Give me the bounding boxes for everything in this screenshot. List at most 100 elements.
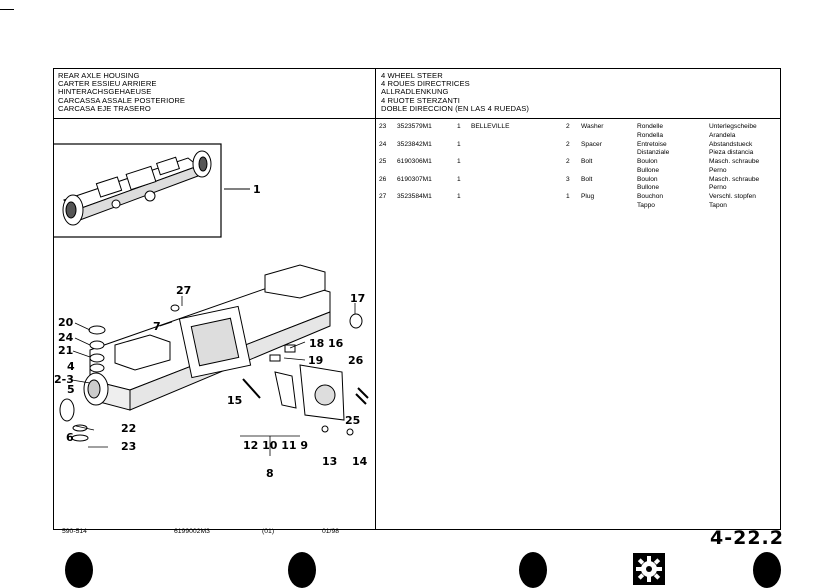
callout-label: 16 [328,337,344,350]
punch-hole [753,552,781,588]
footer-date: 01/98 [322,528,340,535]
axle-housing-drawing [59,264,369,442]
title-line: 4 WHEEL STEER [381,71,443,80]
name-de: Unterlegscheibe [709,123,757,130]
name-it: Rondella [637,131,664,139]
quantity-2: 2 [566,140,570,148]
quantity-2: 3 [566,175,570,183]
footer-revision: (01) [262,528,275,535]
punch-hole [519,552,547,588]
page-number: 4-22.2 [710,527,784,549]
callout-label: 25 [345,414,361,427]
name-de: Verschl. stopfen [709,193,756,201]
name-es: Perno [709,184,727,192]
callout-label: 5 [67,383,75,396]
name-es: Perno [709,166,727,174]
quantity-2: 1 [566,193,570,201]
quantity: 1 [457,123,461,130]
description: BELLEVILLE [471,123,510,130]
name-es: Tapon [709,201,727,209]
right-header-divider [375,118,781,119]
name-es: Pieza distancia [709,149,754,157]
edge-mark [0,9,14,10]
name-en: Spacer [581,140,602,148]
name-it: Bullone [637,166,659,174]
name-it: Bullone [637,184,659,192]
name-fr: Entretoise [637,140,667,148]
left-header-divider [53,118,376,119]
name-it: Tappo [637,201,655,209]
callout-label: 13 [322,455,338,468]
punch-hole [65,552,93,588]
name-fr: Rondelle [637,123,664,130]
name-fr: Boulon [637,158,658,166]
footer-doc-number: 6199002M3 [174,528,210,535]
quantity: 1 [457,158,461,166]
callout-label: 7 [153,320,161,333]
name-en: Plug [581,193,595,201]
overview-inset-frame [53,143,222,238]
name-de: Masch. schraube [709,175,760,183]
callout-label: 1 [253,183,261,196]
callout-label: 6 [66,431,74,444]
name-de: Masch. schraube [709,158,760,166]
axle-overview-drawing [62,150,212,226]
callout-label: 19 [308,354,324,367]
part-number: 3523579M1 [397,123,432,130]
callout-label: 22 [121,422,137,435]
name-en: Washer [581,123,604,130]
page-frame [53,68,781,530]
title-line: 4 ROUES DIRECTRICES [381,79,470,89]
name-en: Bolt [581,158,593,166]
ref-no: 23 [379,123,387,130]
right-title: 4 WHEEL STEER 4 ROUES DIRECTRICES ALLRAD… [381,71,530,113]
exploded-view-diagram [53,143,369,456]
punch-hole [288,552,316,588]
callout-label: 15 [227,394,243,407]
part-number: 3523842M1 [397,140,432,148]
ref-no: 27 [379,193,387,201]
title-line: DOBLE DIRECCION (EN LAS 4 RUEDAS) [381,103,530,113]
callout-label: 27 [176,284,192,297]
name-fr: Bouchon [637,193,664,201]
title-line: 4 RUOTE STERZANTI [381,95,460,105]
title-line: HINTERACHSGEHAEUSE [58,87,152,97]
column-divider [375,68,376,530]
callout-label: 24 [58,331,74,344]
quantity: 1 [457,175,461,183]
part-number: 6190306M1 [397,158,432,166]
callout-label: 4 [67,360,75,373]
leader-lines [71,296,356,456]
title-line: REAR AXLE HOUSING [58,71,140,80]
quantity: 1 [457,193,461,201]
ref-no: 26 [379,175,387,183]
callout-label: 12 10 11 9 [243,439,309,452]
name-it: Distanziale [637,149,670,157]
ref-no: 24 [379,140,387,148]
callout-label: 21 [58,344,74,357]
name-fr: Boulon [637,175,658,183]
left-title: REAR AXLE HOUSING CARTER ESSIEU ARRIERE … [58,71,186,113]
callout-label: 26 [348,354,364,367]
part-number: 6190307M1 [397,175,432,183]
title-line: ALLRADLENKUNG [381,87,449,97]
footer-model: 590-514 [62,528,87,535]
callout-label: 23 [121,440,137,453]
title-line: CARCASA EJE TRASERO [58,103,151,113]
name-de: Abstandstueck [709,140,753,148]
part-number: 3523584M1 [397,193,432,201]
title-line: CARCASSA ASSALE POSTERIORE [58,95,186,105]
callout-label: 18 [309,337,325,350]
name-es: Arandela [709,131,736,139]
quantity-2: 2 [566,158,570,166]
quantity: 1 [457,140,461,148]
ref-no: 25 [379,158,387,166]
title-line: CARTER ESSIEU ARRIERE [58,79,157,89]
gear-icon [633,553,665,585]
quantity-2: 2 [566,123,570,130]
callout-label: 8 [266,467,274,480]
name-en: Bolt [581,175,593,183]
callout-label: 2-3 [54,373,74,386]
callout-label: 17 [350,292,366,305]
callout-label: 20 [58,316,74,329]
